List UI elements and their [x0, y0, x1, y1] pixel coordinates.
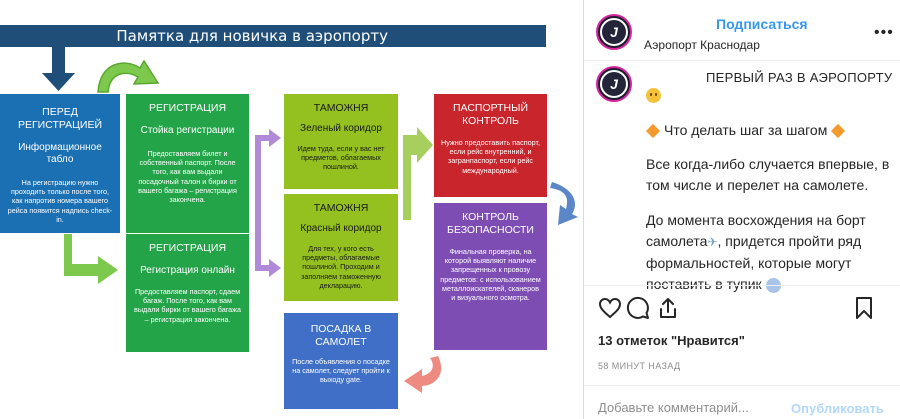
- caption-title: ПЕРВЫЙ РАЗ В АЭРОПОРТУ: [706, 70, 893, 85]
- box-text: Нужно предоставить паспорт, если рейс вн…: [441, 138, 540, 175]
- box-before-registration: ПЕРЕД РЕГИСТРАЦИЕЙ Информационное табло …: [0, 94, 120, 233]
- heart-icon[interactable]: [598, 296, 622, 320]
- box-heading: КОНТРОЛЬ БЕЗОПАСНОСТИ: [447, 211, 534, 236]
- more-horizontal-icon[interactable]: •••: [874, 24, 894, 41]
- box-text: На регистрацию нужно проходить только по…: [7, 178, 113, 224]
- bookmark-icon[interactable]: [852, 296, 876, 320]
- avatar[interactable]: J: [596, 66, 632, 102]
- caption-paragraph-2-end: , придется пройти ряд формальностей, кот…: [646, 233, 862, 292]
- actions-divider: [584, 285, 900, 286]
- box-subheading: Регистрация онлайн: [140, 265, 235, 276]
- curved-arrow-icon: [97, 59, 160, 93]
- caption-emoji-line: [646, 84, 900, 105]
- orange-diamond-icon: [831, 124, 846, 139]
- box-text: Для тех, у кого есть предметы, облагаемы…: [301, 244, 381, 290]
- header-divider: [584, 60, 900, 61]
- location-link[interactable]: Аэропорт Краснодар: [644, 38, 760, 52]
- box-registration-online: РЕГИСТРАЦИЯ Регистрация онлайн Предостав…: [126, 234, 249, 352]
- publish-button[interactable]: Опубликовать: [791, 401, 884, 416]
- bent-arrow-icon: [64, 234, 118, 284]
- caption-paragraph-2: До момента восхождения на борт самолета✈…: [646, 210, 900, 295]
- follow-button[interactable]: Подписаться: [716, 16, 808, 32]
- box-boarding: ПОСАДКА В САМОЛЕТ После объявления о пос…: [284, 313, 398, 409]
- box-text: Предоставляем билет и собственный паспор…: [138, 149, 237, 205]
- post-timestamp: 58 МИНУТ НАЗАД: [598, 361, 681, 371]
- avatar-logo-icon: J: [600, 18, 628, 46]
- share-icon[interactable]: [656, 296, 680, 320]
- caption-step-line: Что делать шаг за шагом: [645, 120, 900, 141]
- box-text: Идем туда, если у вас нет предметов, обл…: [297, 144, 385, 172]
- box-heading: ПОСАДКА В САМОЛЕТ: [310, 323, 372, 348]
- caption-paragraph-1: Все когда-либо случается впервые, в том …: [646, 156, 890, 193]
- box-heading: РЕГИСТРАЦИЯ: [148, 242, 227, 254]
- box-subheading: Зеленый коридор: [300, 123, 382, 134]
- curved-arrow-right-icon: [550, 182, 578, 225]
- infographic-title: Памятка для новичка в аэропорту: [0, 25, 546, 47]
- curved-arrow-bottom-icon: [404, 356, 442, 393]
- box-security-control: КОНТРОЛЬ БЕЗОПАСНОСТИ Финальная проверка…: [434, 203, 547, 350]
- box-heading: ПЕРЕД РЕГИСТРАЦИЕЙ: [17, 106, 103, 131]
- box-customs-green: ТАМОЖНЯ Зеленый коридор Идем туда, если …: [284, 94, 398, 189]
- arrow-down-icon: [42, 47, 75, 91]
- post-image[interactable]: Памятка для новичка в аэропорту ПЕРЕД РЕ…: [0, 0, 583, 419]
- box-customs-red: ТАМОЖНЯ Красный коридор Для тех, у кого …: [284, 194, 398, 301]
- box-text: После объявления о посадке на самолет, с…: [292, 357, 390, 385]
- post-actions: [598, 296, 888, 322]
- likes-count[interactable]: 13 отметок "Нравится": [598, 333, 745, 348]
- box-subheading: Красный коридор: [300, 223, 382, 234]
- avatar[interactable]: J: [596, 14, 632, 50]
- comment-input[interactable]: [598, 400, 788, 415]
- caption-step-text: Что делать шаг за шагом: [664, 122, 828, 138]
- panel-divider: [583, 0, 584, 419]
- comment-icon[interactable]: [626, 296, 650, 320]
- arrow-right-icon: [403, 127, 433, 220]
- box-text: Предоставляем паспорт, сдаем багаж. Посл…: [134, 287, 241, 324]
- bracket-arrow-icon: [255, 129, 281, 277]
- post-sidebar: J Подписаться Аэропорт Краснодар ••• J П…: [584, 0, 900, 419]
- airplane-emoji-icon: ✈: [707, 235, 718, 249]
- avatar-logo-icon: J: [600, 70, 628, 98]
- box-text: Финальная проверка, на которой выявляют …: [440, 247, 541, 303]
- box-subheading: Стойка регистрации: [140, 125, 235, 136]
- orange-diamond-icon: [645, 124, 661, 139]
- comment-divider: [584, 385, 900, 386]
- box-passport-control: ПАСПОРТНЫЙ КОНТРОЛЬ Нужно предоставить п…: [434, 94, 547, 197]
- box-heading: ПАСПОРТНЫЙ КОНТРОЛЬ: [453, 102, 528, 127]
- box-subheading: Информационное табло: [18, 142, 102, 165]
- box-heading: ТАМОЖНЯ: [313, 202, 369, 214]
- box-heading: ТАМОЖНЯ: [313, 102, 369, 114]
- caption-paragraph-2-start: До момента восхождения на борт самолета: [646, 212, 866, 249]
- box-heading: РЕГИСТРАЦИЯ: [148, 102, 227, 114]
- smile-emoji-icon: [646, 87, 661, 103]
- box-registration-desk: РЕГИСТРАЦИЯ Стойка регистрации Предостав…: [126, 94, 249, 233]
